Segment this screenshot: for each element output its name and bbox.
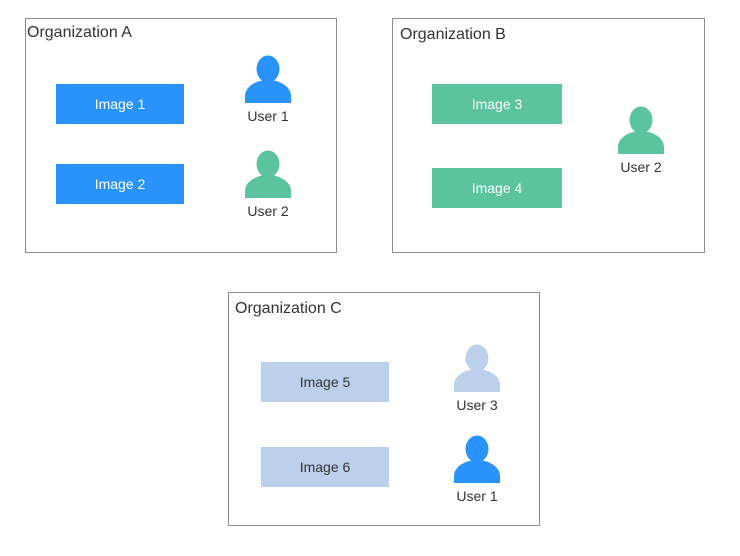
organization-c-title: Organization C [235, 300, 342, 317]
user-2-label: User 2 [620, 159, 662, 175]
user-1[interactable]: User 1 [228, 53, 308, 124]
image-5-label: Image 5 [299, 374, 351, 390]
image-3-label: Image 3 [471, 96, 523, 112]
user-1-label: User 1 [247, 108, 289, 124]
user-2[interactable]: User 2 [601, 104, 681, 175]
image-1-box[interactable]: Image 1 [56, 84, 184, 124]
user-1[interactable]: User 1 [437, 433, 517, 504]
user-icon [245, 55, 291, 103]
user-icon [454, 435, 500, 483]
image-6-label: Image 6 [299, 459, 351, 475]
image-3-box[interactable]: Image 3 [432, 84, 562, 124]
user-3-label: User 3 [456, 397, 498, 413]
organization-b-box: Organization B Image 3 Image 4 User 2 [392, 18, 705, 253]
user-3[interactable]: User 3 [437, 342, 517, 413]
user-icon [454, 344, 500, 392]
user-icon [618, 106, 664, 154]
image-2-label: Image 2 [94, 176, 146, 192]
organization-c-box: Organization C Image 5 Image 6 User 3 Us… [228, 292, 540, 526]
user-2[interactable]: User 2 [228, 148, 308, 219]
user-1-label: User 1 [456, 488, 498, 504]
organization-b-title: Organization B [400, 26, 506, 43]
image-1-label: Image 1 [94, 96, 146, 112]
image-5-box[interactable]: Image 5 [261, 362, 389, 402]
image-6-box[interactable]: Image 6 [261, 447, 389, 487]
organization-a-title: Organization A [27, 24, 132, 41]
image-4-box[interactable]: Image 4 [432, 168, 562, 208]
user-2-label: User 2 [247, 203, 289, 219]
image-2-box[interactable]: Image 2 [56, 164, 184, 204]
image-4-label: Image 4 [471, 180, 523, 196]
organization-a-box: Organization A Image 1 Image 2 User 1 Us… [25, 18, 337, 253]
user-icon [245, 150, 291, 198]
